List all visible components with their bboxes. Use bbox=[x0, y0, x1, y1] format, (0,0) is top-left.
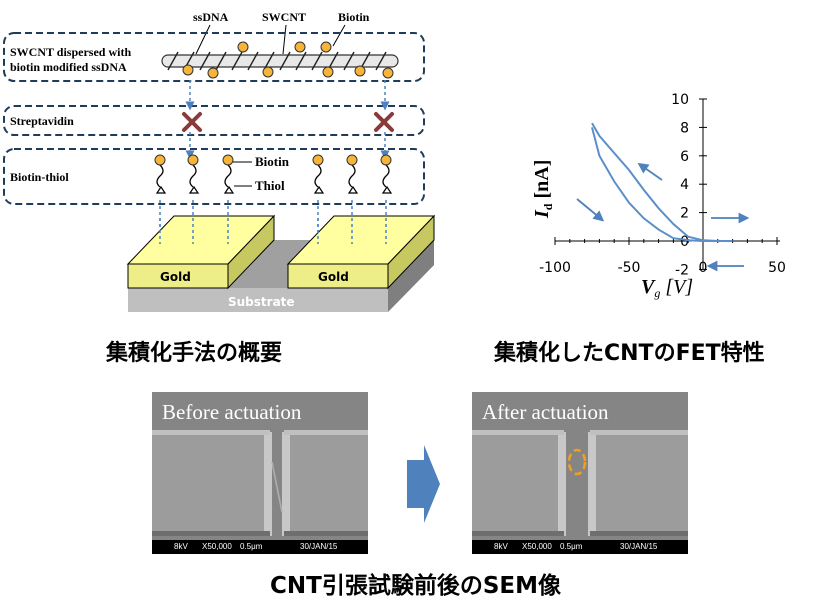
label-biotin-box3: Biotin bbox=[255, 154, 290, 169]
sem-before-info-bar: 8kV X50,000 0.5μm 30/JAN/15 bbox=[152, 540, 368, 554]
box-swcnt-dispersed bbox=[3, 32, 425, 82]
box-streptavidin bbox=[3, 105, 425, 136]
y-tick-label: 4 bbox=[680, 177, 689, 193]
x-tick-label: -50 bbox=[618, 260, 641, 276]
label-thiol-box3: Thiol bbox=[255, 178, 285, 193]
series-forward bbox=[591, 122, 733, 242]
box1-label-line2: biotin modified ssDNA bbox=[10, 60, 127, 74]
box-biotin-thiol bbox=[3, 148, 425, 205]
y-axis-label: Id [nA] bbox=[531, 160, 555, 219]
sem-before-label: Before actuation bbox=[162, 400, 302, 424]
y-tick-label: 0 bbox=[680, 234, 689, 250]
sem-after-label: After actuation bbox=[482, 400, 609, 424]
substrate-label: Substrate bbox=[228, 295, 295, 309]
pointer-biotin bbox=[332, 24, 346, 47]
arrows-tube-to-strep bbox=[185, 80, 390, 160]
fet-chart: -100 -50 0 50 -2 0 2 4 6 8 10 Vg [V] Id [nA] bbox=[531, 92, 786, 300]
y-tick-label: 10 bbox=[671, 92, 689, 108]
label-biotin-top: Biotin bbox=[338, 10, 370, 24]
x-axis-label: Vg [V] bbox=[641, 276, 693, 300]
thiol-linkers bbox=[154, 154, 393, 194]
sem-before-mag: X50,000 bbox=[202, 542, 232, 551]
sem-after-mag: X50,000 bbox=[522, 542, 552, 551]
x-tick-label: 0 bbox=[699, 260, 708, 276]
box3-label: Biotin-thiol bbox=[10, 170, 69, 184]
caption-sem: CNT引張試験前後のSEM像 bbox=[270, 573, 561, 599]
sem-after-info-bar: 8kV X50,000 0.5μm 30/JAN/15 bbox=[472, 540, 688, 554]
sem-before-kv: 8kV bbox=[174, 542, 188, 551]
y-tick-label: 6 bbox=[680, 149, 689, 165]
y-tick-label: 8 bbox=[680, 120, 689, 136]
pointer-swcnt bbox=[282, 24, 287, 55]
caption-method: 集積化手法の概要 bbox=[106, 341, 283, 366]
gold-right-label: Gold bbox=[318, 270, 349, 284]
biotin-balls-tube bbox=[182, 41, 394, 79]
box1-label-line1: SWCNT dispersed with bbox=[10, 45, 131, 59]
swcnt-tube bbox=[161, 54, 399, 68]
sem-image-before: Before actuation 8kV X50,000 0.5μm 30/JA… bbox=[152, 392, 368, 554]
y-tick-label: 2 bbox=[680, 206, 689, 222]
box2-label: Streptavidin bbox=[10, 114, 74, 128]
label-ssdna: ssDNA bbox=[193, 10, 229, 24]
y-tick-label: -2 bbox=[675, 262, 689, 278]
sem-image-after: After actuation 8kV X50,000 0.5μm 30/JAN… bbox=[472, 392, 688, 554]
x-tick-label: -100 bbox=[539, 260, 571, 276]
gold-left-label: Gold bbox=[160, 270, 191, 284]
break-point-circle bbox=[567, 448, 587, 476]
sem-after-kv: 8kV bbox=[494, 542, 508, 551]
gold-electrode-left: Gold bbox=[126, 214, 276, 290]
sweep-arrows bbox=[576, 162, 750, 272]
arrows-over-gold bbox=[159, 218, 387, 244]
substrate-block bbox=[128, 240, 434, 312]
caption-fet: 集積化したCNTのFET特性 bbox=[494, 341, 765, 366]
sem-after-scale: 0.5μm bbox=[560, 542, 583, 551]
label-swcnt: SWCNT bbox=[262, 10, 306, 24]
x-tick-label: 50 bbox=[768, 260, 786, 276]
pointer-ssdna bbox=[195, 24, 211, 55]
sem-before-scale: 0.5μm bbox=[240, 542, 263, 551]
gold-electrode-right: Gold bbox=[286, 214, 436, 290]
series-reverse bbox=[591, 127, 733, 242]
sem-before-date: 30/JAN/15 bbox=[300, 542, 338, 551]
streptavidin-cross bbox=[182, 112, 394, 132]
sem-after-date: 30/JAN/15 bbox=[620, 542, 658, 551]
